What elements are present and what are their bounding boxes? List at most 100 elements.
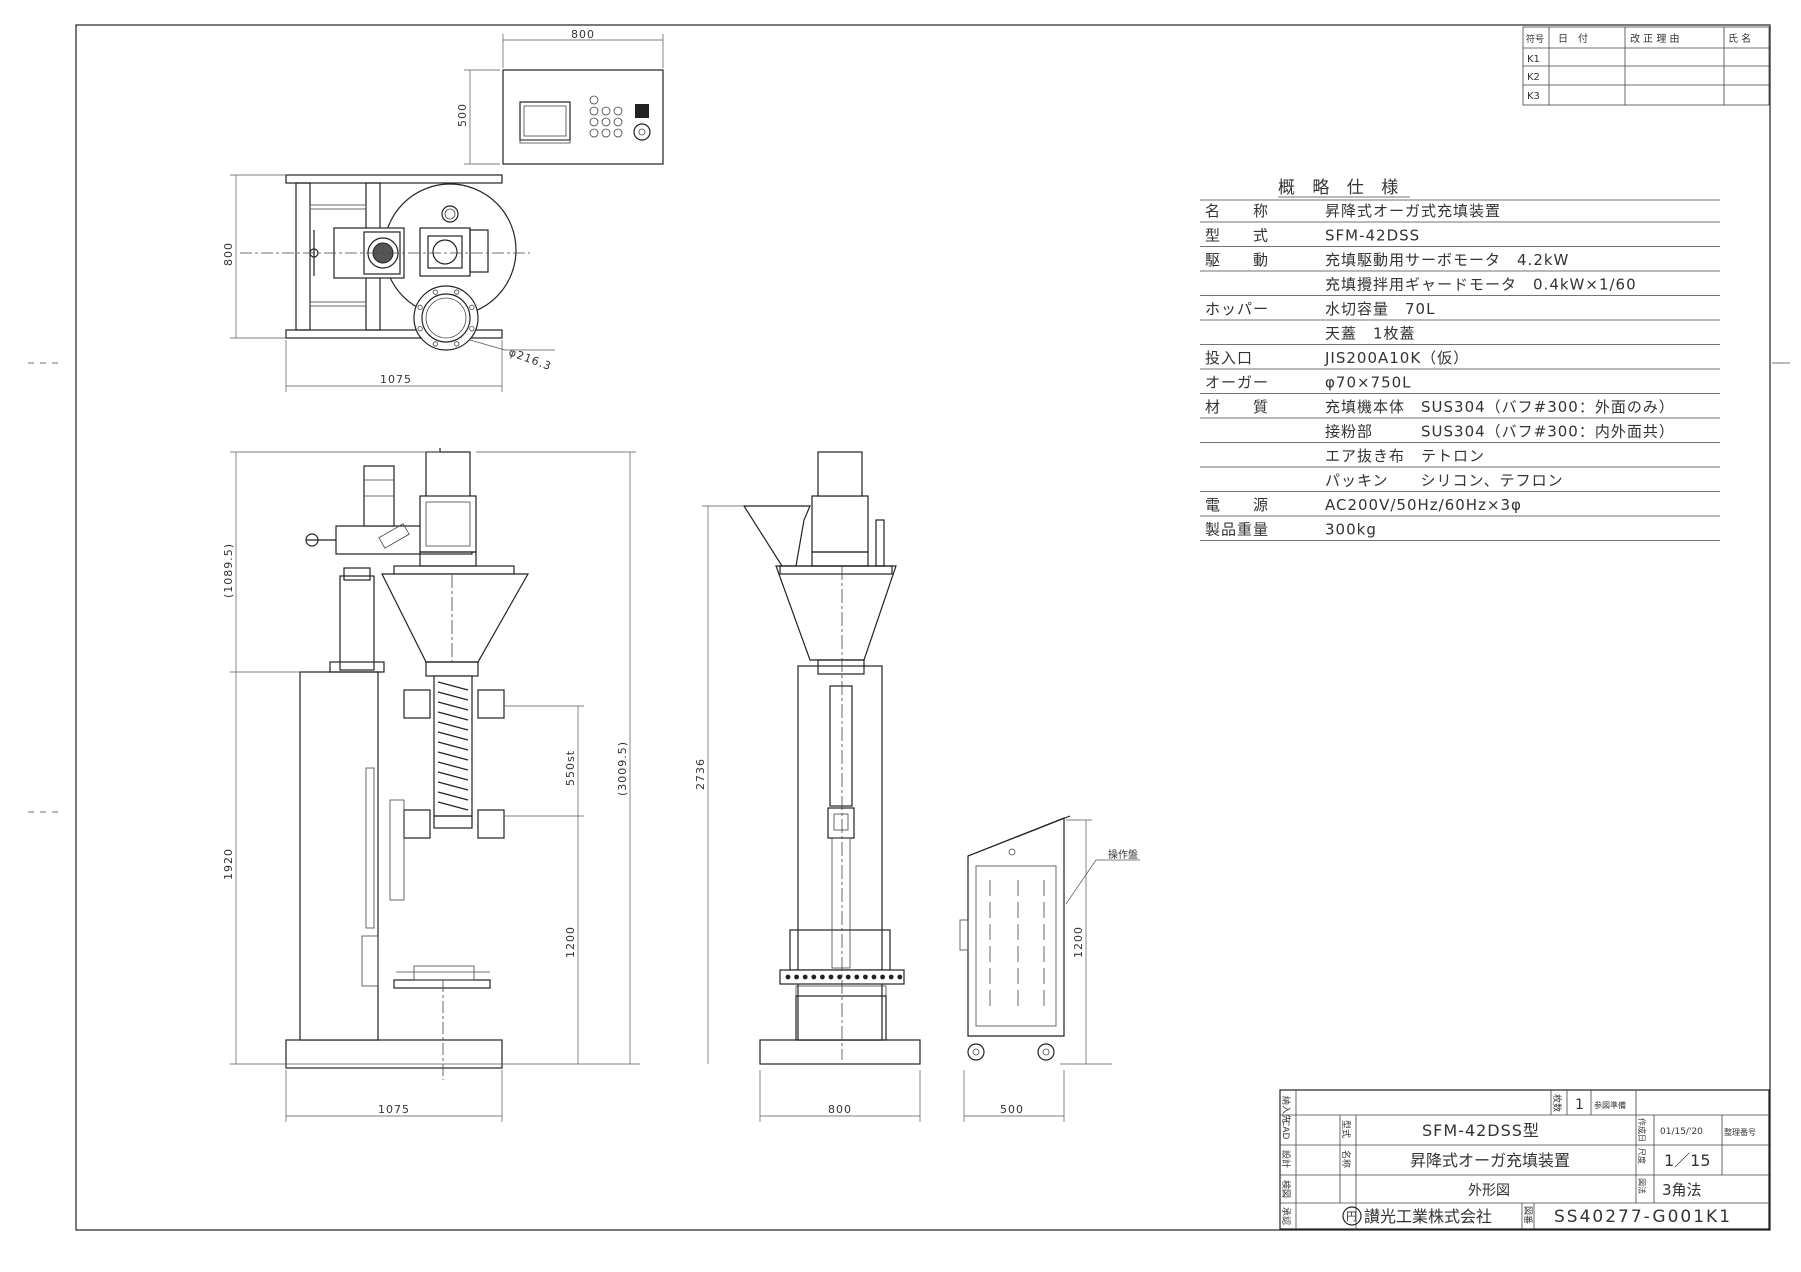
auger-flight [437, 681, 469, 691]
turntable-roller [811, 974, 817, 980]
flange-bolt [417, 326, 423, 332]
spec-label: 駆 動 [1205, 251, 1269, 269]
flange-bolt [454, 289, 460, 295]
tb-label-drawing-no: 図番 [1522, 1206, 1534, 1224]
panel-screen [519, 101, 571, 141]
spec-label: 投入口 [1205, 349, 1253, 367]
panel-button [601, 128, 611, 138]
dim-side-width: 800 [828, 1103, 852, 1116]
tb-drawing-title: 外形図 [1468, 1183, 1510, 1199]
rev-header-code: 符号 [1526, 33, 1544, 45]
panel-button [601, 106, 611, 116]
spec-value: 天蓋 1枚蓋 [1325, 325, 1416, 343]
flange-bolt [469, 304, 475, 310]
spec-label: 名 称 [1205, 202, 1269, 220]
spec-value: AC200V/50Hz/60Hz×3φ [1325, 496, 1522, 514]
dim-stroke: 550st [564, 750, 577, 786]
turntable-roller [837, 974, 842, 980]
spec-value: JIS200A10K（仮） [1324, 349, 1469, 367]
auger-flight [437, 741, 469, 751]
dim-plan-depth: 800 [222, 242, 235, 266]
spec-label: ホッパー [1205, 300, 1269, 318]
spec-value: 水切容量 70L [1325, 300, 1435, 318]
spec-value: 充填攪拌用ギャードモータ 0.4kW×1/60 [1325, 276, 1637, 294]
tb-label-design: 設計 [1280, 1150, 1292, 1168]
panel-button [601, 117, 611, 127]
tb-label-sheets: 枚数 [1551, 1094, 1563, 1112]
rev-header-reason: 改 正 理 由 [1630, 32, 1680, 45]
side-chute [742, 505, 811, 567]
auger-flight [437, 781, 469, 791]
dim-panel-height: 500 [456, 103, 469, 127]
panel-button [589, 128, 599, 138]
auger-flight [437, 721, 469, 731]
tb-date: 01/15/'20 [1660, 1127, 1703, 1137]
tb-model: SFM-42DSS型 [1422, 1121, 1540, 1140]
company-logo-glyph: 円 [1346, 1210, 1357, 1223]
turntable-roller [785, 974, 791, 980]
rev-row-k2: K2 [1527, 72, 1540, 83]
company-logo [1342, 1206, 1362, 1226]
spec-value: 充填駆動用サーボモータ 4.2kW [1325, 251, 1569, 269]
rev-header-name: 氏 名 [1728, 32, 1751, 45]
caster-right [1037, 1043, 1055, 1061]
flange-bolt [432, 341, 438, 347]
auger-flight [437, 701, 469, 711]
spec-value: 300kg [1325, 521, 1377, 539]
tb-label-date: 作成日 [1637, 1118, 1647, 1142]
spec-title: 概 略 仕 様 [1278, 178, 1404, 198]
revision-table: 符号 日 付 改 正 理 由 氏 名 K1 K2 K3 [1522, 26, 1770, 106]
spec-label: 型 式 [1205, 227, 1269, 245]
spec-value: 昇降式オーガ式充填装置 [1325, 202, 1501, 220]
dim-front-width: 1075 [378, 1103, 410, 1116]
tb-label-ref: 整理番号 [1724, 1127, 1756, 1137]
turntable-roller [828, 974, 834, 980]
turntable-roller [888, 974, 894, 980]
panel-emergency-switch [635, 104, 649, 118]
side-view: 2736 800 [694, 451, 921, 1122]
dim-plan-width: 1075 [380, 373, 412, 386]
turntable-roller [845, 974, 851, 980]
spec-label: 電 源 [1205, 496, 1269, 514]
tb-label-model: 型式 [1340, 1120, 1352, 1138]
spec-label: 製品重量 [1205, 521, 1269, 539]
caster-left [967, 1043, 985, 1061]
rev-header-date: 日 付 [1558, 32, 1588, 45]
dim-panel-width: 800 [571, 28, 595, 41]
spec-value: SFM-42DSS [1325, 227, 1420, 245]
tb-label-approve: 承認 [1280, 1207, 1292, 1225]
panel-callout: 操作盤 [1108, 848, 1138, 861]
spec-label: オーガー [1205, 374, 1269, 392]
dim-lower-height: 1920 [222, 848, 235, 880]
rev-row-k3: K3 [1527, 91, 1540, 102]
tb-label-method: 図法 [1637, 1178, 1647, 1194]
front-base [285, 1039, 503, 1069]
tb-label-name: 名称 [1340, 1150, 1352, 1168]
dim-upper-height: (1089.5) [222, 543, 235, 598]
tb-label-check: 検図 [1280, 1180, 1292, 1198]
turntable-roller [854, 974, 860, 980]
auger-flight [437, 801, 469, 811]
rev-row-k1: K1 [1527, 54, 1540, 65]
panel-button [589, 95, 599, 105]
plan-view: 800 1075 φ216.3 [222, 174, 555, 392]
tb-label-cad: CAD [1280, 1120, 1290, 1139]
turntable-roller [794, 974, 799, 980]
tb-name: 昇降式オーガ充填装置 [1410, 1151, 1570, 1170]
tb-scale: 1／15 [1664, 1151, 1711, 1170]
auger-flight [437, 761, 469, 771]
turntable-roller [802, 974, 808, 980]
spec-value: 充填機本体 SUS304（バフ#300：外面のみ） [1325, 398, 1675, 416]
turntable-roller [880, 974, 885, 980]
panel-key-switch [633, 123, 651, 141]
dim-side-height: 2736 [694, 758, 707, 790]
panel-button [589, 117, 599, 127]
spec-value: エア抜き布 テトロン [1325, 447, 1485, 465]
flange-bolt [432, 289, 438, 295]
title-block: 納入先 CAD 設計 検図 承認 枚数 1 参図準備 型式 名称 図番 作成日 … [1279, 1089, 1770, 1230]
tb-drawing-no: SS40277-G001K1 [1554, 1207, 1732, 1227]
front-hopper [381, 573, 530, 663]
panel-button [613, 128, 623, 138]
tb-label-scale: 尺度 [1637, 1148, 1647, 1164]
